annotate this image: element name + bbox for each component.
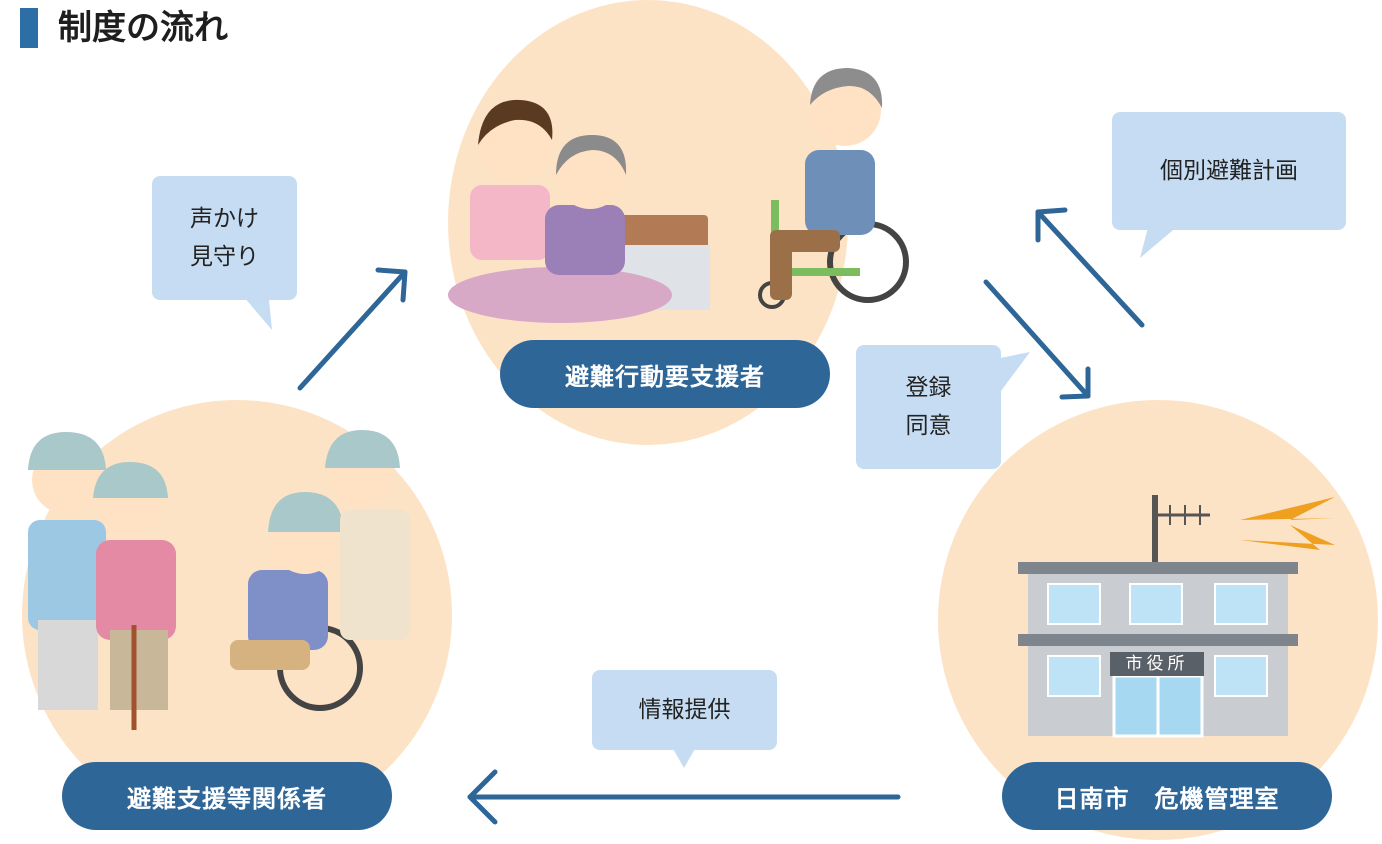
city-hall-sign: 市役所 <box>1110 652 1204 676</box>
bubble-plan-text: 個別避難計画 <box>1160 158 1298 184</box>
bubble-evacuation-plan: 個別避難計画 <box>1112 112 1346 230</box>
bubble-voice-line1: 声かけ <box>190 206 259 232</box>
node-label-top: 避難行動要支援者 <box>500 340 830 408</box>
arrow-right-to-top <box>1035 207 1145 328</box>
bubble-consent-line2: 同意 <box>905 413 952 439</box>
title-accent-bar <box>20 8 38 48</box>
bubble-registration-consent: 登録 同意 <box>856 345 1001 469</box>
bubble-info-provision: 情報提供 <box>592 670 777 750</box>
page-title: 制度の流れ <box>58 8 228 48</box>
bubble-consent-line1: 登録 <box>905 375 952 401</box>
arrow-right-to-left <box>467 769 901 825</box>
node-label-right: 日南市 危機管理室 <box>1002 762 1332 830</box>
caregiver-illustration <box>448 99 710 323</box>
bubble-info-text: 情報提供 <box>638 697 731 723</box>
bubble-voice-watch: 声かけ 見守り <box>152 176 297 300</box>
arrow-top-to-right <box>983 279 1091 400</box>
node-label-left: 避難支援等関係者 <box>62 762 392 830</box>
bubble-tail-voice <box>238 290 272 330</box>
bubble-voice-line2: 見守り <box>190 244 259 270</box>
supporters-illustration <box>28 430 410 730</box>
city-hall-building <box>1018 495 1335 738</box>
wheelchair-user-top <box>758 68 909 309</box>
arrow-left-to-top <box>297 267 408 391</box>
